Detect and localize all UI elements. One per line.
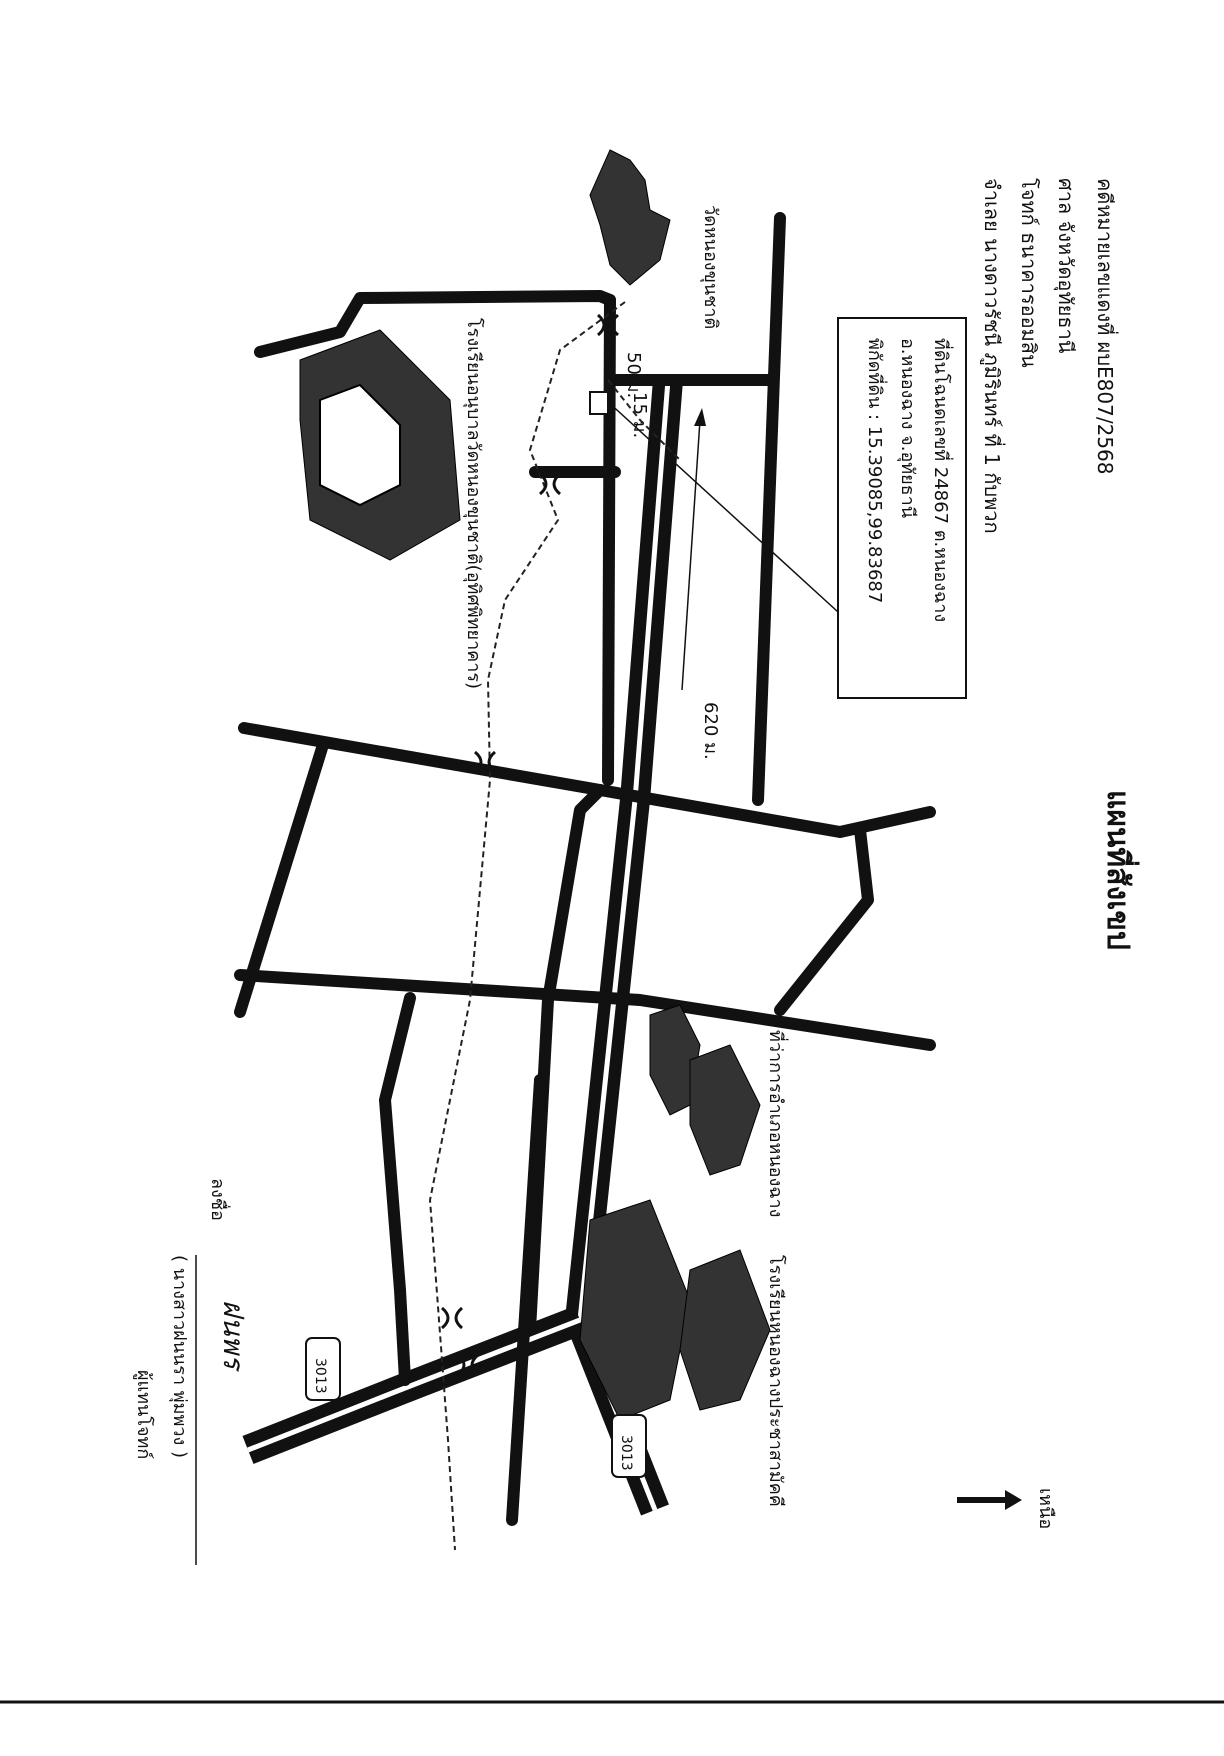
school-anuban-landmark: โรงเรียนอนุบาลวัดหนองขุนชาติ(อุทิศพิทยาค… [299, 318, 485, 689]
signature-block: ลงชื่อ ฝนพร ( นางสาวฝนนรา พุ่มพวง ) ผู้แ… [133, 1178, 250, 1565]
school-anuban-label: โรงเรียนอนุบาลวัดหนองขุนชาติ(อุทิศพิทยาค… [463, 318, 485, 689]
map-title: แผนที่สังเขป [1100, 790, 1140, 950]
info-box-frame [837, 317, 967, 699]
school-pracha-landmark: โรงเรียนหนองฉางประชาสามัคคี [579, 1199, 787, 1507]
distance-620m: 620 ม. [700, 702, 721, 760]
road-south-vertical [506, 1074, 546, 1526]
signatory-name: ( นางสาวฝนนรา พุ่มพวง ) [169, 1255, 190, 1458]
district-office-annex-icon [689, 1044, 761, 1176]
info-pointer-line [605, 399, 839, 613]
road-cross-south [234, 969, 936, 1051]
road-west-vertical [234, 742, 328, 1018]
highway-divider-west [247, 1317, 581, 1453]
dashed-path [428, 301, 626, 1551]
bridge-mark-4 [440, 1306, 464, 1330]
route-shield-1: 3013 [305, 1337, 341, 1401]
bridge-mark-2 [538, 472, 562, 496]
signature-handwriting: ฝนพร [217, 1300, 250, 1372]
district-office-label: ที่ว่าการอำเภอหนองฉาง [765, 1030, 789, 1217]
road-cross-middle [238, 722, 936, 838]
temple-landmark: วัดหนองขุนชาติ [589, 149, 721, 329]
distance-620-line [681, 419, 701, 691]
route-shield-2-frame [611, 1414, 647, 1478]
info-line-coordinates: พิกัดที่ดิน : 15.39085,99.83687 [864, 338, 888, 603]
road-curve-east [774, 824, 874, 1016]
road-east-vertical [752, 212, 786, 806]
signature-label: ลงชื่อ [207, 1178, 231, 1221]
info-line-deed: ที่ดินโฉนดเลขที่ 24867 ต.หนองฉาง [930, 338, 954, 622]
parcel-info-box: ที่ดินโฉนดเลขที่ 24867 ต.หนองฉาง อ.หนองฉ… [605, 317, 967, 699]
road-network [234, 212, 936, 1526]
bridge-mark-1 [596, 313, 620, 337]
school-pracha-building-icon [579, 1199, 691, 1421]
school-anuban-roof-icon [319, 383, 401, 507]
dashed-path-branch [607, 379, 681, 461]
parcel-marker [589, 391, 609, 415]
bridge-markers [440, 313, 620, 1377]
temple-building-icon [589, 149, 671, 286]
defendant-name: จำเลย นางดาวรัชนี ภูมิรินทร์ ที่ 1 กับพว… [979, 178, 1006, 534]
distance-arrow-icon [694, 408, 706, 426]
case-number: คดีหมายเลขแดงที่ ผบE807/2568 [1093, 178, 1119, 475]
district-office-landmark: ที่ว่าการอำเภอหนองฉาง [649, 1004, 789, 1217]
north-arrow-head-icon [1005, 1490, 1022, 1510]
bridge-mark-3 [473, 750, 497, 774]
route-shield-1-frame [305, 1337, 341, 1401]
school-pracha-label: โรงเรียนหนองฉางประชาสามัคคี [765, 1255, 787, 1507]
school-pracha-annex-icon [679, 1249, 771, 1411]
temple-label: วัดหนองขุนชาติ [700, 205, 721, 329]
plaintiff-name: โจทก์ ธนาคารออมสิน [1017, 178, 1041, 368]
north-arrow: เหนือ [957, 1488, 1056, 1529]
road-temple-loop [254, 290, 616, 358]
route-shield-1-number: 3013 [312, 1358, 328, 1394]
road-soi [602, 294, 616, 786]
route-shield-2-number: 3013 [618, 1435, 634, 1471]
north-label: เหนือ [1035, 1488, 1056, 1529]
distance-15m: 15 ม. [629, 392, 650, 438]
route-shield-2: 3013 [611, 1414, 647, 1478]
distance-50m: 50 ม. [623, 352, 644, 398]
signatory-role: ผู้แทนโจทก์ [133, 1370, 155, 1459]
court-name: ศาล จังหวัดอุทัยธานี [1053, 178, 1078, 354]
bridge-mark-5 [456, 1353, 480, 1377]
road-west-curve [379, 992, 416, 1386]
case-header: คดีหมายเลขแดงที่ ผบE807/2568 ศาล จังหวัด… [979, 178, 1119, 534]
info-line-district: อ.หนองฉาง จ.อุทัยธานี [897, 338, 918, 518]
